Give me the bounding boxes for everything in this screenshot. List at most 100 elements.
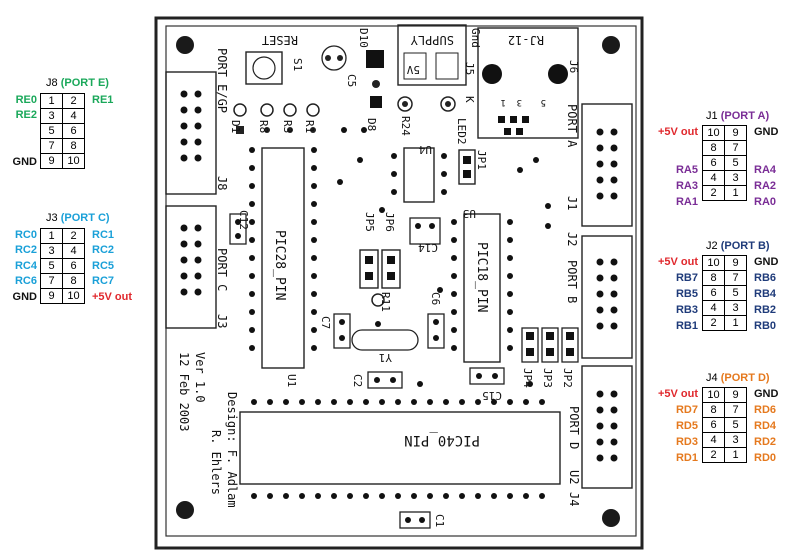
pin-cell: 1 <box>724 447 747 463</box>
j4-header <box>581 365 633 489</box>
j2-signal-right: RB4 <box>754 288 777 300</box>
k-label: K <box>463 96 476 103</box>
pin-cell: 6 <box>702 417 725 433</box>
j2-signal-left: RB7 <box>675 272 698 284</box>
pin-cell: 7 <box>40 138 63 154</box>
reset-label: RESET <box>262 33 298 47</box>
j1-signal-right: RA4 <box>754 164 777 176</box>
jp6-jumper <box>381 249 401 289</box>
s1-label: S1 <box>291 58 304 71</box>
j8-header <box>165 71 217 195</box>
pin-cell: 3 <box>724 300 747 316</box>
pin-cell: 1 <box>724 315 747 331</box>
j1-board-label: J1 <box>565 196 579 210</box>
ehlers-credit: R. Ehlers <box>209 430 223 495</box>
version-label: Ver 1.0 <box>193 352 207 403</box>
j2-port: (PORT B) <box>720 240 770 252</box>
pin-cell: 7 <box>724 140 747 156</box>
j4-signal-left: +5V out <box>657 388 698 400</box>
pin-cell: 4 <box>62 108 85 124</box>
jp1-jumper <box>458 149 476 185</box>
pin-cell: 3 <box>40 243 63 259</box>
pin-cell: 2 <box>62 228 85 244</box>
pin-cell: 10 <box>702 255 725 271</box>
pin-cell: 6 <box>62 123 85 139</box>
board-inner-outline <box>165 25 637 537</box>
j2-signal-left: RB1 <box>675 320 698 332</box>
u2-label: U2 <box>567 470 581 484</box>
mount-hole-br <box>602 509 620 527</box>
pin-cell: 1 <box>40 93 63 109</box>
mount-hole-tr <box>602 36 620 54</box>
j3-signal-right: RC7 <box>92 275 115 287</box>
pin-cell: 10 <box>62 288 85 304</box>
jp5-jumper <box>359 249 379 289</box>
r3-label: R3 <box>281 120 294 133</box>
j2-signal-left: RB5 <box>675 288 698 300</box>
j3-signal-right: RC1 <box>92 229 115 241</box>
date-label: 12 Feb 2003 <box>177 352 191 431</box>
u1-label: U1 <box>285 374 298 387</box>
led2-label: LED2 <box>455 118 468 145</box>
j2-signal-right: RB2 <box>754 304 777 316</box>
jp2-label: JP2 <box>561 368 574 388</box>
rj12-pin3: 3 <box>517 97 522 107</box>
pin-cell: 10 <box>702 387 725 403</box>
pin-cell: 9 <box>724 125 747 141</box>
pin-cell: 4 <box>702 300 725 316</box>
r11-label: R11 <box>379 292 392 312</box>
j8-name: J8 <box>46 77 58 89</box>
c6-label: C6 <box>429 292 442 305</box>
j3-port: (PORT C) <box>60 212 110 224</box>
c14-label: C14 <box>418 241 438 254</box>
pin-cell: 4 <box>702 170 725 186</box>
pic40-socket <box>239 411 561 485</box>
c15-label: C15 <box>482 389 502 402</box>
j1-signal-left: +5V out <box>657 126 698 138</box>
j1-signal-right: RA2 <box>754 180 777 192</box>
j4-board-label: J4 <box>567 492 581 506</box>
j2-name: J2 <box>706 240 718 252</box>
mount-hole-tl <box>176 36 194 54</box>
j4-signal-left: RD7 <box>675 404 698 416</box>
r24-label: R24 <box>399 116 412 136</box>
c14-capacitor <box>409 217 441 245</box>
pin-cell: 9 <box>724 387 747 403</box>
pin-cell: 5 <box>724 155 747 171</box>
j1-header <box>581 103 633 227</box>
pin-cell: 10 <box>702 125 725 141</box>
pin-cell: 5 <box>724 285 747 301</box>
reset-switch <box>252 56 276 80</box>
j1-signal-left: RA3 <box>675 180 698 192</box>
j4-signal-right: RD6 <box>754 404 777 416</box>
pin-cell: 8 <box>702 270 725 286</box>
d10-label: D10 <box>357 28 370 48</box>
c7-label: C7 <box>319 316 332 329</box>
c1-capacitor <box>399 511 431 529</box>
pin-cell: 8 <box>702 402 725 418</box>
j1-signal-right: GND <box>754 126 779 138</box>
pin-cell: 1 <box>724 185 747 201</box>
supply-connector <box>397 24 467 86</box>
j8-title: J8 (PORT E) <box>46 77 109 89</box>
pin-cell: 1 <box>40 228 63 244</box>
j3-signal-left: RC4 <box>14 260 37 272</box>
pin-cell: 9 <box>40 288 63 304</box>
j4-signal-left: RD5 <box>675 420 698 432</box>
j3-signal-right: RC5 <box>92 260 115 272</box>
pin-cell: 6 <box>62 258 85 274</box>
rj12-pin5: 5 <box>541 97 546 107</box>
j3-signal-left: RC2 <box>14 244 37 256</box>
pin-cell: 6 <box>702 155 725 171</box>
port-eg-label: PORT E/GP <box>215 48 229 113</box>
j2-header <box>581 235 633 359</box>
pin-cell: 9 <box>40 153 63 169</box>
pin-cell: 2 <box>62 93 85 109</box>
rj12-connector <box>477 27 579 139</box>
j3-name: J3 <box>46 212 58 224</box>
rj12-pin1: 1 <box>501 97 506 107</box>
pin-cell: 3 <box>724 170 747 186</box>
j3-title: J3 (PORT C) <box>46 212 110 224</box>
